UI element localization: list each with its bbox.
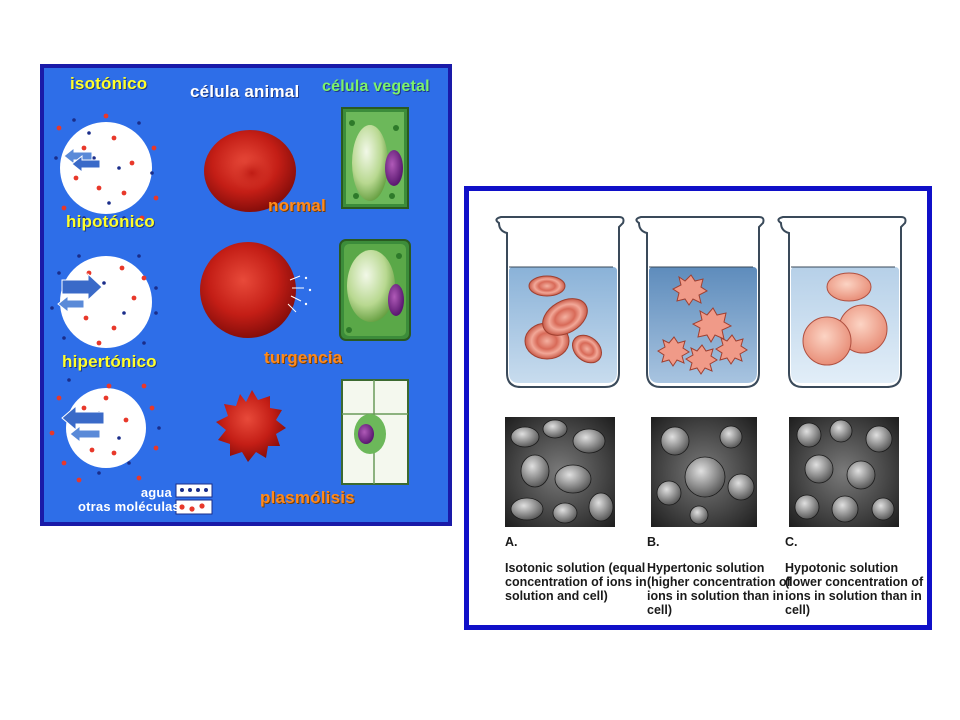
caption-c: C. Hypotonic solution (lower concentrati… xyxy=(785,535,927,617)
caption-c-letter: C. xyxy=(785,535,798,549)
caption-a: A. Isotonic solution (equal concentratio… xyxy=(505,535,655,603)
label-hipertonico: hipertónico xyxy=(62,352,157,371)
label-celula-animal: célula animal xyxy=(190,82,300,101)
plant-cell-plasmolyzed xyxy=(341,379,409,485)
isotonic-osmosis-circle xyxy=(54,113,159,221)
isotonic-water-arrows xyxy=(63,146,101,174)
plant-cell-normal xyxy=(341,107,409,209)
label-celula-vegetal: célula vegetal xyxy=(322,78,430,95)
micrograph-hypotonic xyxy=(789,417,899,527)
hypertonic-osmosis-circle xyxy=(49,378,161,483)
caption-b-text: Hypertonic solution (higher concentratio… xyxy=(647,561,791,617)
legend-agua: agua xyxy=(140,485,172,500)
beaker-isotonic xyxy=(495,216,625,388)
hypertonic-water-arrows xyxy=(61,404,105,444)
label-isotonico: isotónico xyxy=(70,74,148,93)
caption-a-letter: A. xyxy=(505,535,518,549)
label-plasmolisis: plasmólisis xyxy=(260,488,355,507)
hypotonic-osmosis-circle xyxy=(50,254,158,348)
label-normal: normal xyxy=(268,196,326,215)
caption-c-text: Hypotonic solution (lower concentration … xyxy=(785,561,924,617)
animal-cell-swollen xyxy=(200,242,312,338)
plant-cell-turgid xyxy=(339,239,411,341)
micrograph-hypertonic xyxy=(651,417,757,527)
caption-b: B. Hypertonic solution (higher concentra… xyxy=(647,535,797,617)
legend-swatch xyxy=(175,483,213,515)
hypotonic-water-arrows xyxy=(57,272,103,314)
micrograph-isotonic xyxy=(505,417,615,527)
caption-b-letter: B. xyxy=(647,535,660,549)
osmosis-illustration xyxy=(49,107,411,515)
beaker-hypotonic xyxy=(777,216,907,388)
caption-a-text: Isotonic solution (equal concentration o… xyxy=(505,561,647,603)
label-turgencia: turgencia xyxy=(264,348,343,367)
beaker-hypertonic xyxy=(635,216,765,388)
legend-labels: agua otras moléculas xyxy=(78,485,180,514)
legend-otras-moleculas: otras moléculas xyxy=(78,499,180,514)
animal-cell-normal xyxy=(204,130,296,212)
red-blood-cell-tonicity-figure: A. Isotonic solution (equal concentratio… xyxy=(464,186,932,630)
label-hipotonico: hipotónico xyxy=(66,212,155,231)
beakers-and-micrographs xyxy=(495,216,907,527)
osmosis-diagram-spanish: isotónico célula animal célula vegetal n… xyxy=(40,64,452,526)
animal-cell-crenated xyxy=(216,390,286,462)
